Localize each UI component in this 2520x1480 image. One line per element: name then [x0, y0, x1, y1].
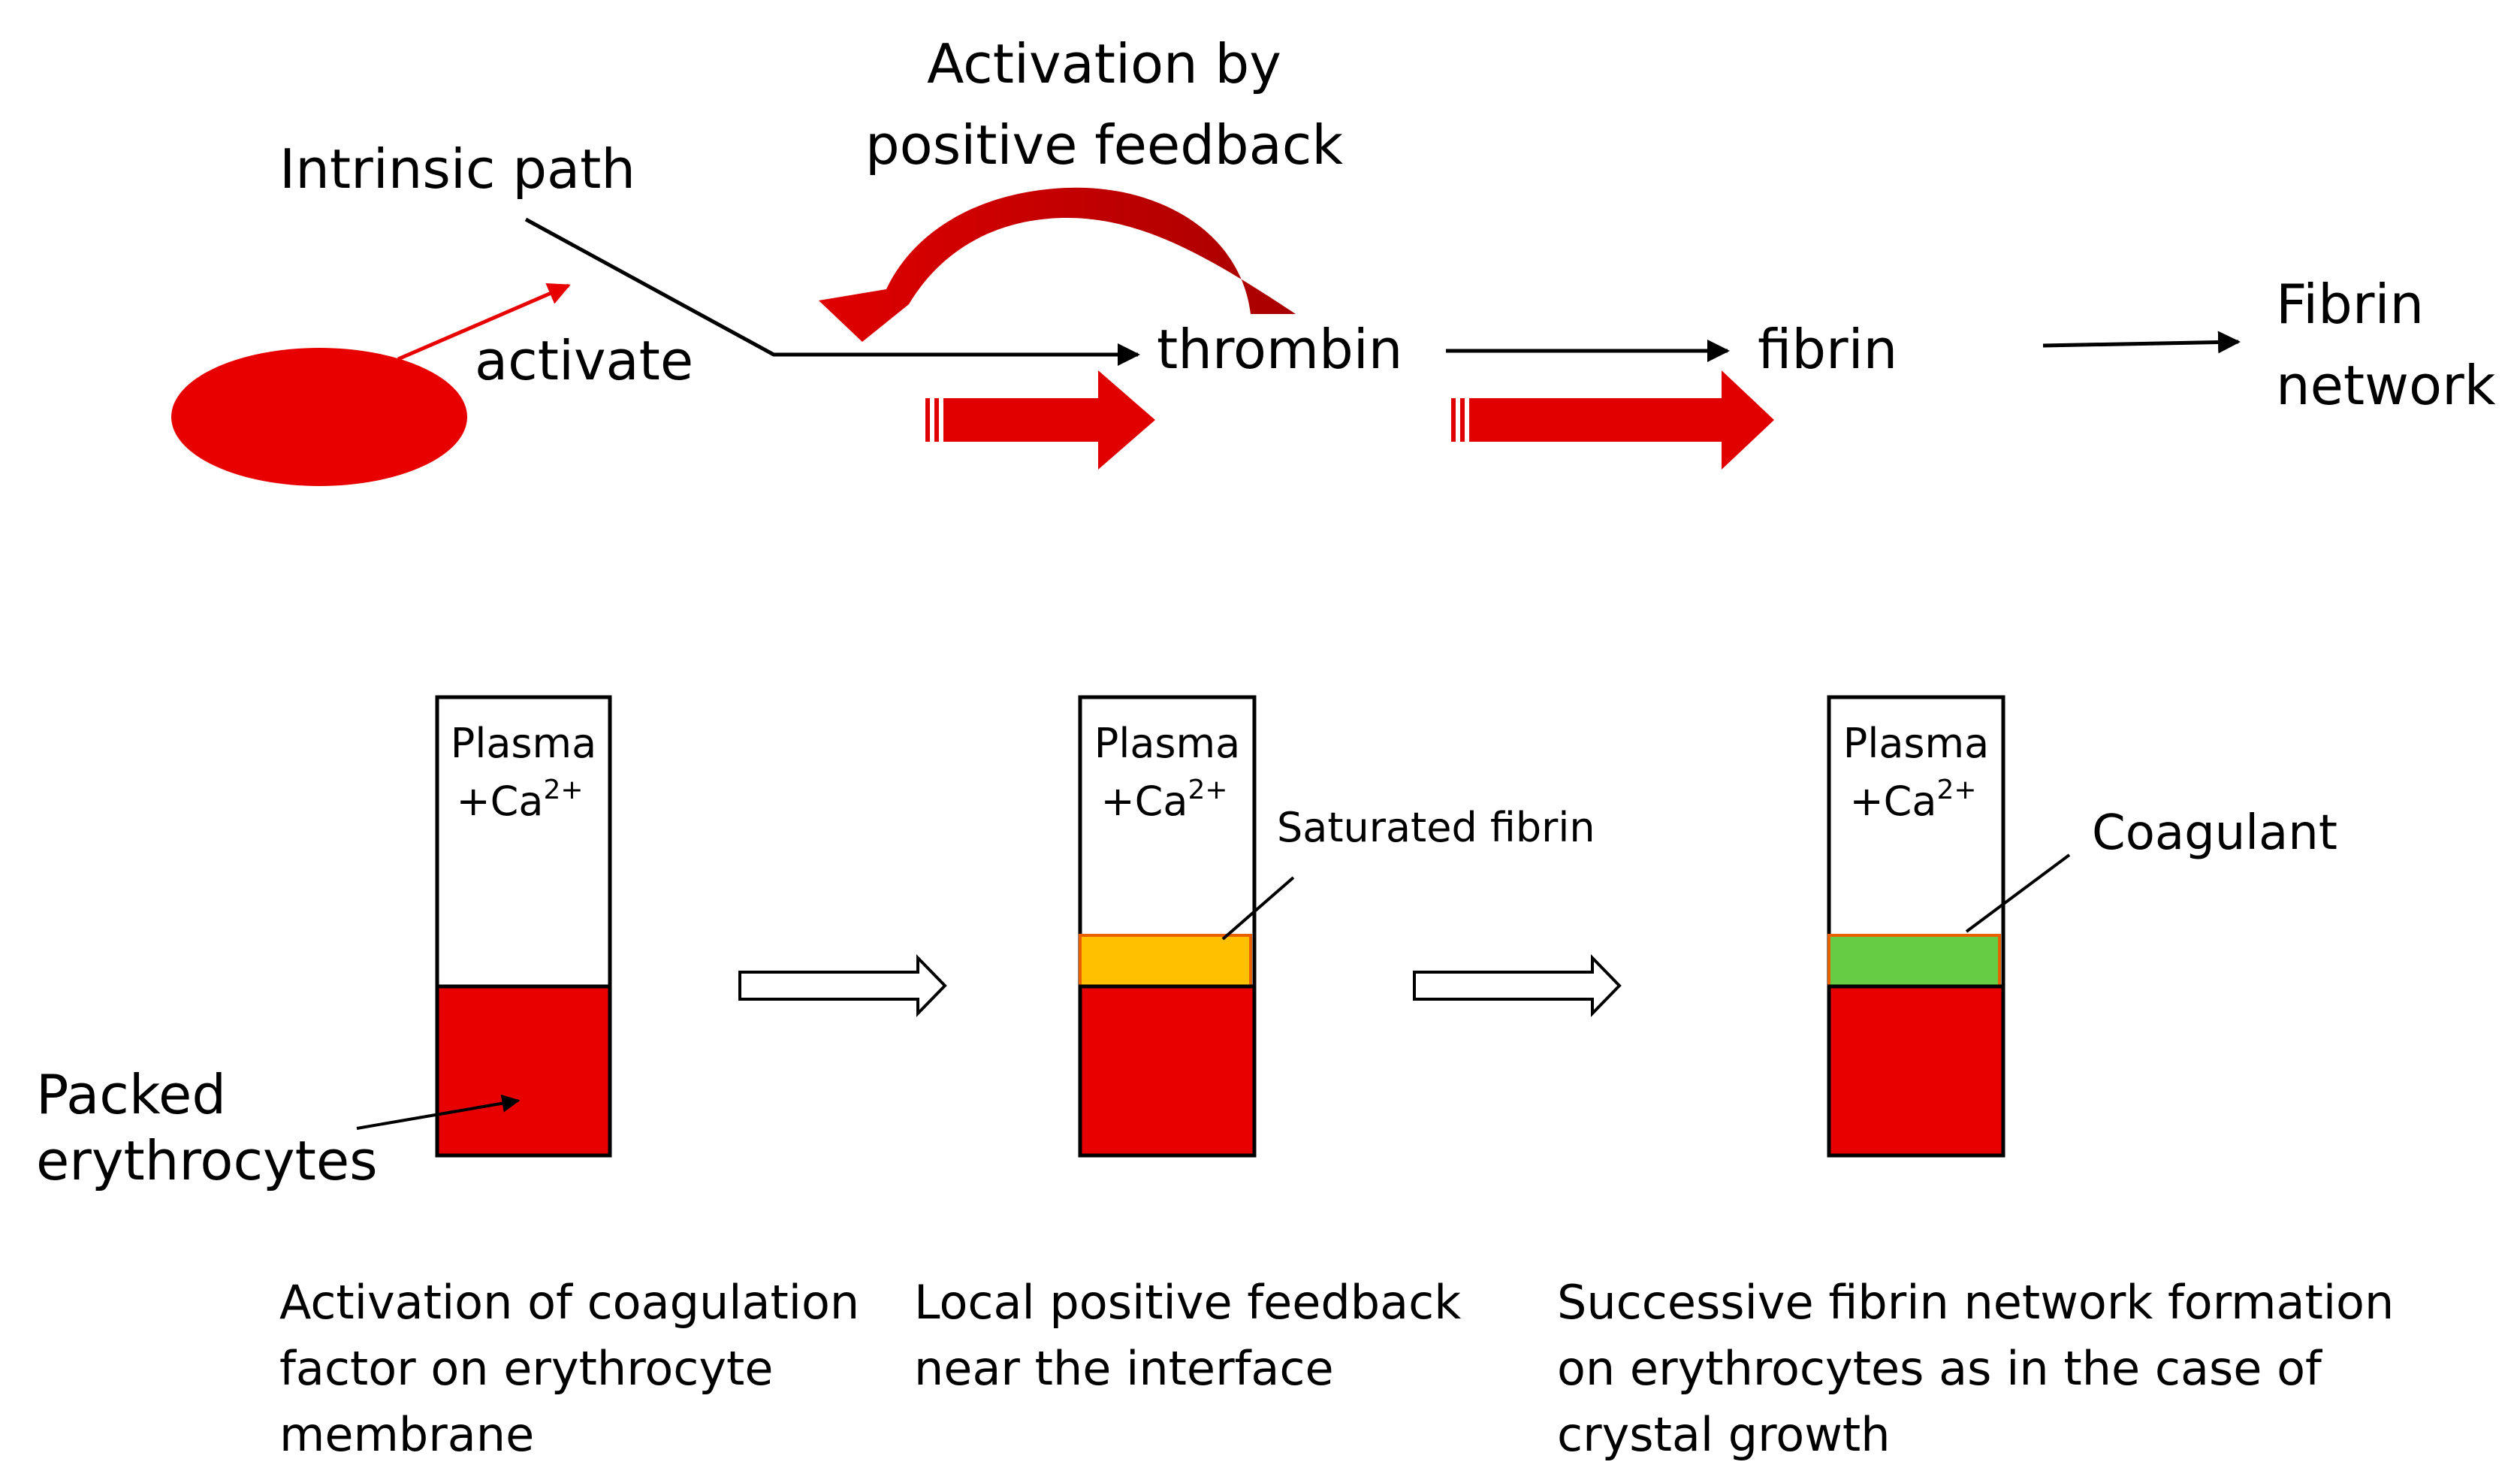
tube-3-plasma-label: Plasma [1843, 720, 1989, 767]
caption-step1-line1: Activation of coagulation [279, 1275, 859, 1330]
tube-2-saturated-fibrin-layer [1079, 934, 1252, 988]
saturated-fibrin-label: Saturated fibrin [1277, 804, 1595, 851]
tube-3 [1827, 695, 2005, 1158]
red-block-arrow-1 [925, 370, 1155, 470]
tube-2-ca-label: +Ca2+ [1100, 775, 1227, 825]
tube-1-ca-label: +Ca2+ [456, 775, 583, 825]
fibrin-network-line2: network [2276, 354, 2496, 417]
packed-erythrocytes-line2: erythrocytes [36, 1129, 378, 1192]
caption-step2-line1: Local positive feedback [914, 1275, 1461, 1330]
hollow-arrow-2 [1413, 954, 1622, 1017]
hollow-arrow-1 [738, 954, 947, 1017]
activation-label-line2: positive feedback [865, 113, 1343, 177]
activate-arrow [397, 282, 571, 361]
coagulant-pointer [1965, 853, 2071, 933]
tube-3-ca-label: +Ca2+ [1849, 775, 1976, 825]
fibrin-to-network-arrow [2042, 331, 2241, 354]
tube-3-coagulant-layer [1827, 934, 2001, 988]
activate-label: activate [475, 329, 693, 392]
intrinsic-path-line [524, 217, 1140, 366]
packed-erythrocytes-line1: Packed [36, 1063, 226, 1126]
feedback-curved-arrow [819, 187, 1296, 342]
caption-step1-line3: membrane [279, 1407, 534, 1462]
intrinsic-path-label: Intrinsic path [279, 137, 635, 201]
tube-1-plasma [435, 695, 612, 989]
caption-step3-line1: Successive fibrin network formation [1557, 1275, 2394, 1330]
caption-step3-line2: on erythrocytes as in the case of [1557, 1341, 2323, 1396]
thrombin-label: thrombin [1157, 318, 1402, 381]
tube-3-erythrocytes [1827, 984, 2005, 1158]
coagulant-label: Coagulant [2092, 805, 2337, 861]
tube-2-plasma-label: Plasma [1094, 720, 1240, 767]
activation-label-line1: Activation by [927, 32, 1281, 95]
fibrin-network-line1: Fibrin [2276, 273, 2424, 336]
red-block-arrow-2 [1451, 370, 1774, 470]
tube-2-erythrocytes [1078, 984, 1257, 1158]
caption-step1-line2: factor on erythrocyte [279, 1341, 774, 1396]
caption-step2-line2: near the interface [914, 1341, 1334, 1396]
saturated-fibrin-pointer [1221, 876, 1295, 941]
caption-step3-line3: crystal growth [1557, 1407, 1891, 1462]
tube-1 [435, 695, 612, 1158]
tube-1-plasma-label: Plasma [451, 720, 596, 767]
packed-erythrocytes-pointer [356, 1094, 521, 1130]
erythrocyte-ellipse [171, 348, 467, 486]
tube-1-erythrocytes [435, 984, 612, 1158]
fibrin-label: fibrin [1758, 318, 1897, 381]
